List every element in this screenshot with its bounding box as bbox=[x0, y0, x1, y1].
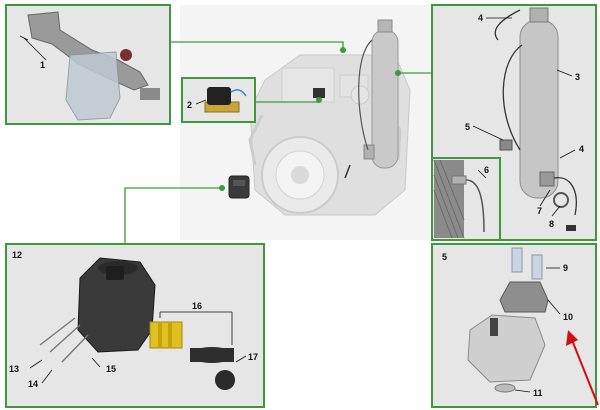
callout-9: 9 bbox=[563, 263, 568, 273]
panel-solenoid-valve: 2 bbox=[181, 77, 256, 123]
panel-bracket: 1 bbox=[5, 4, 171, 125]
callout-11: 11 bbox=[533, 388, 543, 398]
callout-5-top: 5 bbox=[465, 122, 470, 132]
red-pointer-arrow bbox=[566, 330, 599, 406]
callout-6: 6 bbox=[484, 165, 489, 175]
callout-3: 3 bbox=[575, 72, 580, 82]
callout-4-top: 4 bbox=[478, 13, 483, 23]
callout-1: 1 bbox=[40, 60, 45, 70]
filter-housing-thumbnail bbox=[228, 175, 250, 199]
valve-location-marker bbox=[313, 88, 325, 98]
panel-filter-assembly: 12 16 17 13 14 15 bbox=[5, 243, 265, 408]
engine-cylinder bbox=[344, 19, 399, 179]
panel-braided-hose: 6 bbox=[431, 157, 501, 241]
callout-2: 2 bbox=[187, 100, 192, 110]
callout-13: 13 bbox=[9, 364, 19, 374]
callout-10: 10 bbox=[563, 312, 573, 322]
callout-15: 15 bbox=[106, 364, 116, 374]
callout-16: 16 bbox=[192, 301, 202, 311]
callout-7: 7 bbox=[537, 206, 542, 216]
callout-17: 17 bbox=[248, 352, 258, 362]
callout-8: 8 bbox=[549, 219, 554, 229]
callout-5-bottom: 5 bbox=[442, 252, 447, 262]
callout-4-right: 4 bbox=[579, 144, 584, 154]
callout-14: 14 bbox=[28, 379, 38, 389]
callout-12: 12 bbox=[12, 250, 22, 260]
panel-pressure-regulator: 5 9 10 11 bbox=[431, 243, 597, 408]
